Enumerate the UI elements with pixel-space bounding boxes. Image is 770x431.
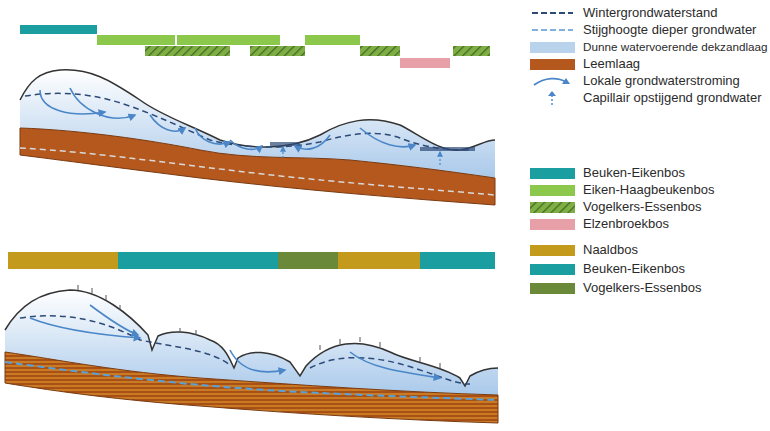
legend-text: Vogelkers-Essenbos bbox=[583, 280, 702, 296]
legend-text: Wintergrondwaterstand bbox=[583, 5, 717, 21]
legend-swatch bbox=[530, 245, 575, 256]
legend-swatch bbox=[530, 42, 575, 53]
legend-swatch bbox=[530, 264, 575, 275]
legend-sample bbox=[530, 22, 575, 38]
legend-swatch bbox=[530, 185, 575, 196]
legend-sample bbox=[530, 90, 575, 106]
legend-swatch bbox=[530, 59, 575, 70]
legend-text: Dunne watervoerende dekzandlaag bbox=[583, 39, 768, 55]
legend-text: Leemlaag bbox=[583, 56, 640, 72]
legend-text: Beuken-Eikenbos bbox=[583, 165, 685, 181]
legend-text: Naaldbos bbox=[583, 242, 638, 258]
legend-text: Stijghoogte dieper grondwater bbox=[583, 22, 756, 38]
legend-text: Vogelkers-Essenbos bbox=[583, 199, 702, 215]
legend-sample bbox=[530, 73, 575, 89]
legend-swatch bbox=[530, 168, 575, 179]
legend-sample bbox=[530, 5, 575, 21]
legend-text: Eiken-Haagbeukenbos bbox=[583, 182, 715, 198]
legend-text: Capillair opstijgend grondwater bbox=[583, 90, 762, 106]
legend-text: Lokale grondwaterstroming bbox=[583, 73, 740, 89]
legend-text: Beuken-Eikenbos bbox=[583, 261, 685, 277]
legend-sample bbox=[530, 199, 575, 215]
legend-swatch bbox=[530, 219, 575, 230]
legend-swatch bbox=[530, 283, 575, 294]
legend-text: Elzenbroekbos bbox=[583, 216, 669, 232]
